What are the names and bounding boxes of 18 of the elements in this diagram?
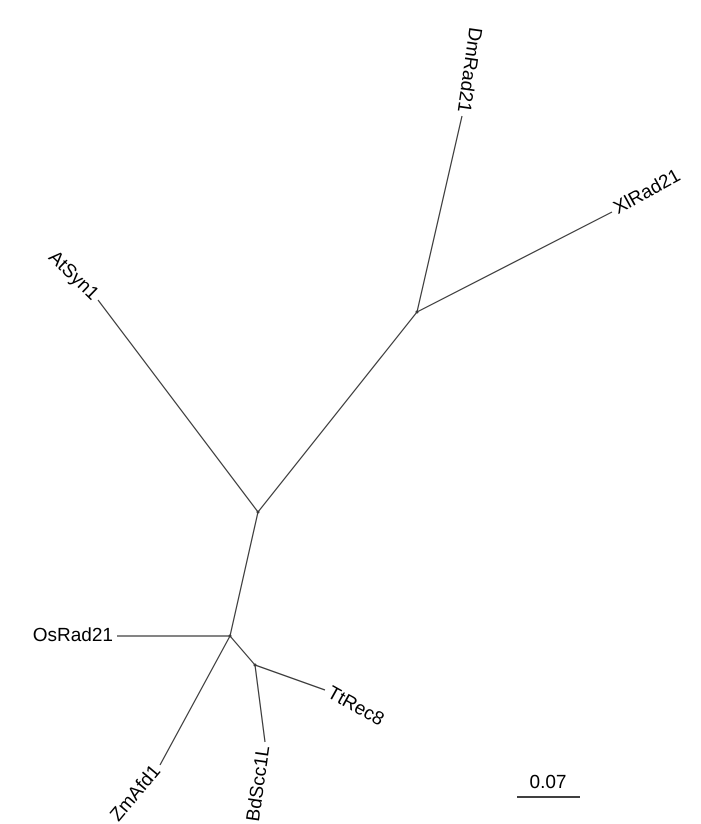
taxon-label: BdScc1L [242,744,276,823]
taxon-label: DmRad21 [450,26,486,114]
branch-point [256,510,260,514]
branch-line [254,664,266,742]
branch-line [117,635,230,637]
branch-point [416,310,418,314]
branch-line [159,636,231,766]
branch-line [254,664,326,691]
branch-point [228,634,232,638]
branch-line [258,312,418,512]
branch-point [254,664,256,666]
branch-line [98,300,258,512]
taxon-label: OsRad21 [32,624,113,648]
branch-line [229,512,259,636]
branch-line [416,211,612,313]
scale-value: 0.07 [530,772,566,794]
branch-line [416,116,463,312]
branch-line [230,636,256,666]
